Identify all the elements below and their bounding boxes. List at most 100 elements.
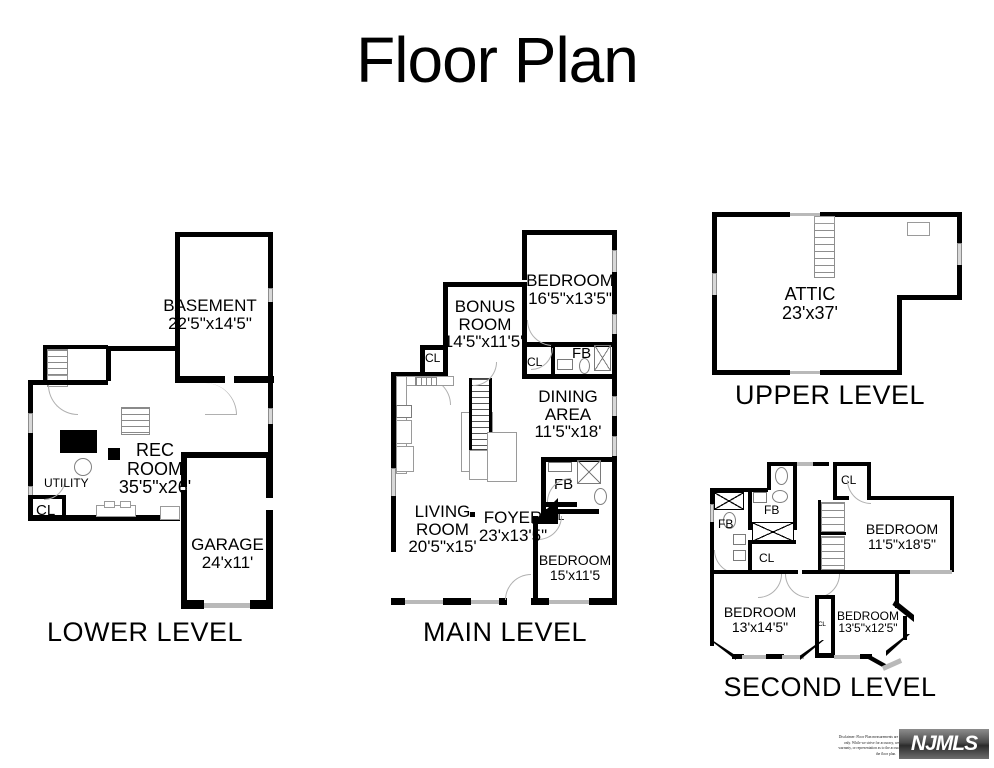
wall (612, 272, 617, 316)
kitchen-cabinet (396, 420, 412, 444)
room-name-2: ROOM (458, 314, 512, 334)
page-title: Floor Plan (356, 24, 639, 96)
door-swing-icon (473, 362, 497, 386)
room-label-rec-room: REC ROOM 35'5"x26' (65, 441, 245, 497)
wall (793, 462, 797, 530)
second-level-plan: FB FB CL CL CL BE (690, 440, 990, 760)
window (957, 243, 962, 267)
wall (420, 345, 425, 375)
staircase-icon (821, 502, 845, 532)
wall (541, 509, 599, 514)
wall (522, 282, 527, 344)
sink-icon (753, 492, 767, 503)
room-name: BASEMENT (163, 296, 257, 315)
wall (895, 574, 899, 608)
toilet-icon (775, 467, 788, 485)
room-label-bonus-room: BONUS ROOM 14'5"x11'5" (430, 298, 540, 351)
wall (531, 598, 549, 605)
room-name: ATTIC (784, 284, 836, 304)
upper-level-plan: ATTIC 23'x37' UPPER LEVEL (690, 0, 990, 420)
bath-label-left: FB (718, 517, 734, 531)
closet-label-small: CL (818, 621, 826, 628)
wall (710, 488, 714, 506)
wall (43, 345, 108, 349)
sink-icon (733, 534, 746, 545)
shower-icon (594, 345, 611, 371)
entry-door-opening (507, 598, 531, 605)
window (612, 314, 617, 336)
window (549, 600, 591, 604)
wall (391, 372, 396, 444)
wall (175, 232, 180, 382)
stair-wall (818, 532, 846, 535)
door-swing-icon (785, 574, 809, 598)
wall (833, 496, 849, 500)
njmls-logo: NJMLS (899, 729, 989, 759)
staircase-icon (121, 407, 150, 435)
wall (957, 212, 962, 245)
water-heater-icon (74, 458, 92, 476)
room-dimensions: 13'x14'5" (731, 618, 789, 635)
room-dimensions: 11'5"x18'5" (868, 535, 936, 552)
wall (420, 345, 448, 350)
room-dimensions: 20'5"x15' (408, 537, 477, 557)
disclaimer-text: Disclaimer: Floor Plan measurements are … (838, 735, 934, 756)
wall (28, 380, 108, 385)
wall (890, 570, 910, 574)
second-level-caption: SECOND LEVEL (723, 672, 937, 702)
wall (767, 462, 799, 466)
room-dimensions: 14'5"x11'5" (443, 332, 527, 352)
room-dimensions: 11'5"x18' (534, 422, 602, 442)
stair-landing (487, 432, 517, 482)
wall (612, 460, 617, 506)
window (790, 371, 822, 374)
room-name-2: AREA (544, 404, 592, 424)
door-swing-icon (758, 574, 782, 598)
wall (712, 295, 717, 375)
room-name: BEDROOM (865, 521, 939, 537)
shower-icon (714, 492, 744, 510)
lower-level-plan: BASEMENT 22'5"x14'5" REC ROOM 35'5"x26' … (0, 0, 330, 680)
closet-label-bonus: CL (425, 351, 441, 365)
wall (833, 462, 837, 500)
window (28, 413, 33, 435)
stair-wall (489, 378, 492, 450)
room-name: BONUS (454, 297, 516, 316)
wall (712, 212, 790, 217)
window (881, 658, 903, 671)
wall (541, 502, 577, 507)
wall (903, 616, 907, 640)
wall (522, 230, 617, 235)
marker-dot (108, 448, 120, 460)
room-name: BEDROOM (836, 609, 899, 623)
wall (868, 496, 954, 500)
wall (522, 342, 527, 378)
room-label-bedroom-main: BEDROOM 11'5"x18'5" (845, 522, 959, 551)
wall (106, 346, 111, 381)
wall (391, 598, 405, 605)
window (471, 600, 501, 604)
wall (710, 570, 798, 574)
closet-label: CL (36, 502, 56, 519)
wall (106, 346, 178, 351)
room-label-bedroom-right: BEDROOM 13'5"x12'5" (827, 610, 909, 635)
wall (268, 302, 273, 382)
room-dimensions: 16'5"x13'5" (528, 288, 612, 308)
main-level-caption: MAIN LEVEL (422, 617, 588, 647)
wall (748, 540, 796, 544)
door-opening (225, 376, 234, 383)
room-dimensions: 15'x11'5 (549, 566, 601, 583)
door-swing-icon (547, 478, 571, 502)
upper-level-caption: UPPER LEVEL (734, 380, 926, 410)
door-swing-icon (205, 383, 237, 415)
room-label-garage: GARAGE 24'x11' (145, 536, 310, 571)
room-label-living-room: LIVING ROOM 20'5"x15' (385, 503, 500, 556)
wall (541, 457, 546, 505)
wall (815, 653, 835, 658)
room-label-bedroom-top: BEDROOM 16'5"x13'5" (515, 272, 625, 307)
wall (541, 457, 617, 462)
window (908, 570, 952, 574)
wall (268, 232, 273, 292)
wall (175, 376, 225, 383)
wall (181, 570, 187, 608)
